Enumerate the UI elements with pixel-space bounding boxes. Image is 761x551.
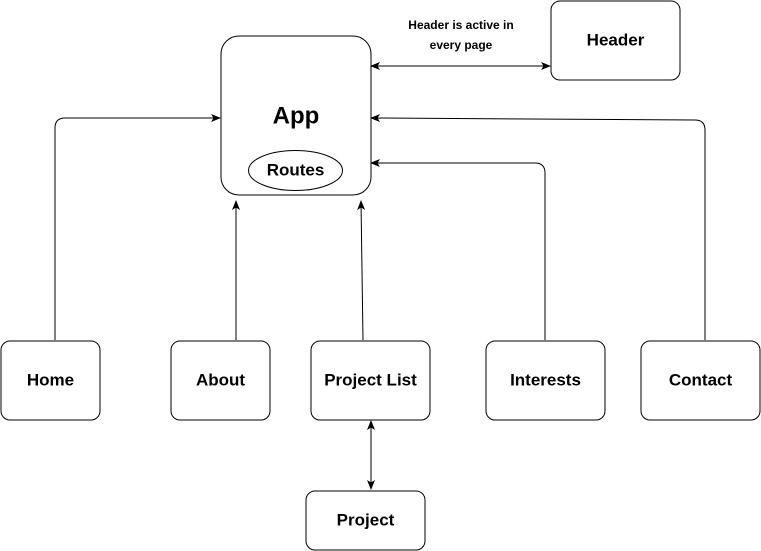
about-box[interactable] — [170, 340, 271, 421]
home-box[interactable] — [0, 340, 101, 421]
contact-box[interactable] — [640, 340, 761, 421]
home-label: Home — [27, 370, 74, 389]
node-home[interactable]: Home — [0, 340, 101, 421]
project-list-label: Project List — [324, 370, 417, 389]
interests-label: Interests — [510, 370, 581, 389]
edge-interests-to-app — [370, 159, 546, 340]
routes-ellipse[interactable] — [248, 150, 343, 191]
interests-box[interactable] — [485, 340, 606, 421]
node-interests[interactable]: Interests — [485, 340, 606, 421]
project-box[interactable] — [305, 490, 426, 551]
node-project[interactable]: Project — [305, 490, 426, 551]
routes-label: Routes — [267, 160, 325, 179]
edges — [54, 62, 706, 490]
project-list-box[interactable] — [310, 340, 431, 421]
header-label: Header — [587, 30, 645, 49]
app-label: App — [273, 102, 320, 129]
node-header[interactable]: Header — [550, 0, 681, 81]
app-box[interactable] — [220, 35, 372, 196]
about-label: About — [196, 370, 245, 389]
header-note-line-1: Header is active in — [408, 18, 513, 32]
project-label: Project — [337, 510, 395, 529]
edge-home-to-app — [54, 114, 221, 340]
header-note: Header is active in every page — [408, 18, 513, 52]
header-note-line-2: every page — [430, 38, 493, 52]
node-project-list[interactable]: Project List — [310, 340, 431, 421]
edge-contact-to-app — [370, 114, 706, 340]
contact-label: Contact — [669, 370, 733, 389]
edge-project-list-to-app — [357, 200, 366, 341]
header-box[interactable] — [550, 0, 681, 81]
node-app[interactable]: App Routes — [220, 35, 372, 196]
node-contact[interactable]: Contact — [640, 340, 761, 421]
node-about[interactable]: About — [170, 340, 271, 421]
